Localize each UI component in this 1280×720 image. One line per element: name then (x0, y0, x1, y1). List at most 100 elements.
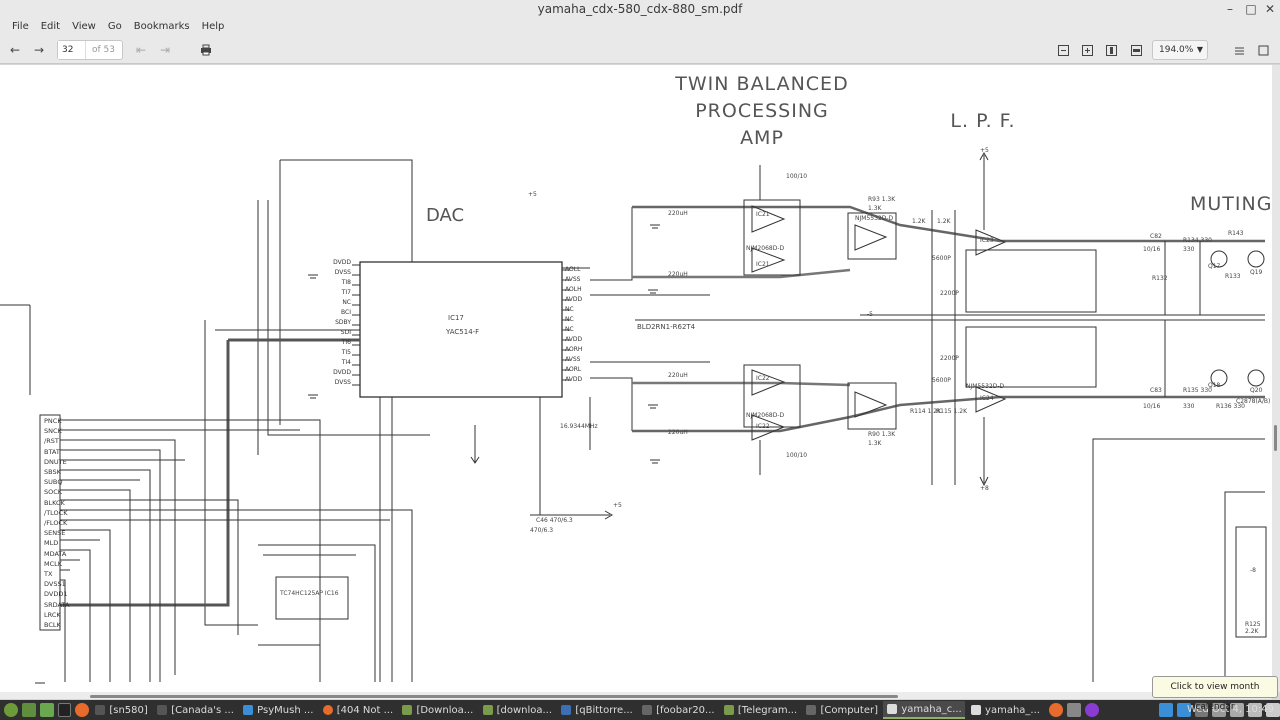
pin-label: MCLK (44, 559, 63, 568)
task-psymush[interactable]: PsyMush ... (239, 701, 317, 719)
launcher-icon[interactable] (75, 703, 90, 717)
pin-label: SENSE (44, 529, 66, 538)
pin-label: /FLOCK (44, 519, 68, 528)
start-menu-icon[interactable] (4, 703, 18, 717)
telegram-icon (243, 705, 254, 715)
menu-file[interactable]: File (12, 21, 29, 32)
pdf-icon (971, 705, 982, 715)
computer-icon (806, 705, 817, 715)
refdes-label: R114 1.2K (910, 408, 942, 415)
pin-label: PNCK (44, 417, 62, 425)
tray-network-icon[interactable] (1158, 703, 1173, 717)
page-number-input[interactable] (58, 41, 86, 59)
component-value: 1.2K (912, 218, 926, 225)
print-icon[interactable] (197, 41, 215, 59)
tray-app-icon[interactable] (1067, 703, 1082, 717)
menu-edit[interactable]: Edit (40, 21, 61, 32)
component-value: 220uH (668, 429, 688, 436)
tray-clipboard-icon[interactable] (1230, 703, 1245, 717)
calendar-tooltip: Click to view month calendar (1152, 676, 1278, 712)
ic17-label: IC17 (448, 314, 464, 322)
back-arrow-icon[interactable]: ← (9, 43, 21, 57)
forward-arrow-icon[interactable]: → (33, 43, 45, 57)
page-selector: of 53 (57, 40, 123, 60)
pin-label: NC (342, 299, 351, 306)
close-button[interactable]: ✕ (1264, 2, 1276, 16)
horizontal-scrollbar[interactable] (0, 692, 1272, 699)
pin-label: DVDD1 (44, 590, 68, 599)
fit-page-icon[interactable] (1102, 41, 1120, 59)
zoom-in-icon[interactable] (1078, 41, 1096, 59)
opamp-label: IC24 (980, 395, 994, 402)
menu-view[interactable]: View (72, 21, 96, 32)
pin-label: NC (565, 316, 574, 323)
task-computer[interactable]: [Computer] (802, 701, 881, 719)
component-value: 100/10 (786, 173, 808, 180)
refdes-label: R132 (1152, 275, 1168, 282)
supply-label: +5 (980, 147, 989, 154)
menu-help[interactable]: Help (201, 21, 225, 32)
pin-label: DNUTE (44, 457, 67, 466)
zoom-out-icon[interactable] (1054, 41, 1072, 59)
vertical-scrollbar[interactable] (1272, 65, 1280, 692)
task-canada[interactable]: [Canada's ... (153, 701, 237, 719)
pin-label: AOLL (565, 266, 581, 273)
next-page-icon[interactable]: ⇥ (159, 43, 171, 57)
clock[interactable]: Wed Oct 4, 10:49 (1187, 700, 1274, 720)
amp-heading-line-2: PROCESSING (695, 100, 829, 122)
pin-label: BCLK (44, 621, 61, 630)
sidebar-toggle-icon[interactable] (1230, 41, 1248, 59)
fit-width-icon[interactable] (1127, 41, 1145, 59)
component-value: 16.9344MHz (560, 423, 598, 430)
tray-bluetooth-icon[interactable] (1194, 703, 1209, 717)
refdes-label: R90 1.3K (868, 431, 896, 438)
pin-label: TI7 (341, 289, 351, 296)
pin-label: AVDD (565, 296, 583, 303)
tray-display-icon[interactable] (1248, 703, 1263, 717)
vertical-scroll-thumb[interactable] (1274, 425, 1277, 451)
document-page[interactable]: TWIN BALANCED PROCESSING AMP L. P. F. DA… (0, 65, 1272, 692)
task-404[interactable]: [404 Not ... (319, 701, 397, 719)
pin-label: SNCK (44, 427, 62, 436)
component-value: 2200P (940, 290, 959, 297)
minimize-button[interactable]: – (1227, 2, 1233, 16)
zoom-select[interactable]: 194.0% ▼ (1152, 40, 1208, 60)
tray-app-icon[interactable] (1049, 703, 1064, 717)
files-icon[interactable] (39, 703, 54, 717)
tray-shield-icon[interactable] (1212, 703, 1227, 717)
task-qbittorrent[interactable]: [qBittorre... (557, 701, 636, 719)
dac-left-pins: DVDD DVSS TI8 TI7 NC BCI SDBY SDI TI6 TI… (331, 258, 351, 388)
refdes-label: R134 330 (1183, 237, 1212, 244)
component-value: 10/16 (1143, 403, 1161, 410)
horizontal-scroll-thumb[interactable] (90, 695, 898, 698)
task-yamaha-1[interactable]: yamaha_c... (883, 701, 966, 719)
amp-heading-line-1: TWIN BALANCED (675, 73, 849, 95)
previous-page-icon[interactable]: ⇤ (135, 43, 147, 57)
task-label: [Downloa... (416, 704, 474, 716)
task-yamaha-2[interactable]: yamaha_... (967, 701, 1043, 719)
pin-label: SRDATA (44, 600, 70, 609)
task-label: yamaha_... (985, 704, 1040, 716)
pin-label: TI8 (341, 279, 351, 286)
task-downloads-2[interactable]: [downloa... (479, 701, 556, 719)
folder-icon (482, 705, 493, 715)
task-telegram[interactable]: [Telegram... (720, 701, 801, 719)
pin-label: AORH (565, 346, 583, 353)
menu-go[interactable]: Go (107, 21, 122, 32)
tray-volume-icon[interactable] (1266, 703, 1280, 717)
task-downloads-1[interactable]: [Downloa... (398, 701, 476, 719)
pin-label: DVDD (333, 259, 351, 266)
pin-label: SBSK (44, 468, 61, 477)
menu-icon[interactable] (1254, 41, 1272, 59)
task-sn580[interactable]: [sn580] (91, 701, 151, 719)
terminal-icon[interactable] (57, 703, 72, 717)
tray-telegram-icon[interactable] (1176, 703, 1191, 717)
task-foobar[interactable]: [foobar20... (638, 701, 718, 719)
menu-bookmarks[interactable]: Bookmarks (133, 21, 190, 32)
tray-app-icon[interactable] (1085, 703, 1099, 717)
show-desktop-icon[interactable] (21, 703, 36, 717)
supply-label: +8 (980, 485, 989, 492)
maximize-button[interactable]: □ (1245, 2, 1257, 16)
menubar: File Edit View Go Bookmarks Help (0, 18, 1280, 36)
refdes-label: C83 (1150, 387, 1162, 394)
